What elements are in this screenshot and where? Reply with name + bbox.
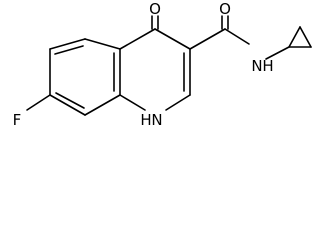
cyclopropyl-ring — [265, 26, 312, 60]
bond-c7-c8 — [49, 94, 86, 116]
atom-label-ketone-oxygen: O — [149, 0, 161, 18]
atom-label-fluorine: F — [13, 111, 22, 129]
pyridone-ring — [119, 28, 191, 111]
bond-c1-c2 — [299, 26, 312, 48]
atom-label-amide-oxygen: O — [219, 0, 231, 18]
bond-c4a-c4 — [119, 28, 156, 50]
atom-label-amide-hydrogen: H — [262, 57, 273, 75]
benzene-ring — [49, 38, 121, 116]
bond-camide-n — [224, 28, 250, 45]
bond-c7-c8-inner — [55, 92, 85, 109]
ketone-group — [151, 15, 159, 30]
chemical-structure-diagram: O O N H N H F — [13, 0, 312, 129]
atom-label-amide-nitrogen: N — [251, 57, 262, 75]
carboxamide-group — [189, 15, 250, 50]
bond-c3-camide — [189, 28, 226, 50]
atom-label-ring-hydrogen: H — [140, 111, 151, 129]
bond-c5-c6 — [49, 38, 86, 50]
bond-c7-f — [26, 94, 51, 111]
bond-c2-n1 — [165, 94, 191, 111]
atom-label-ring-nitrogen: N — [151, 111, 162, 129]
bond-ccp-c2 — [288, 26, 301, 48]
bond-n-ccp — [265, 46, 290, 60]
bond-c4a-c5 — [84, 38, 121, 50]
bond-c8-c8a — [84, 94, 121, 116]
bond-c4-c3 — [154, 28, 191, 50]
bond-n1-c8a — [119, 94, 146, 111]
bond-c5-c6-inner — [54, 45, 84, 55]
